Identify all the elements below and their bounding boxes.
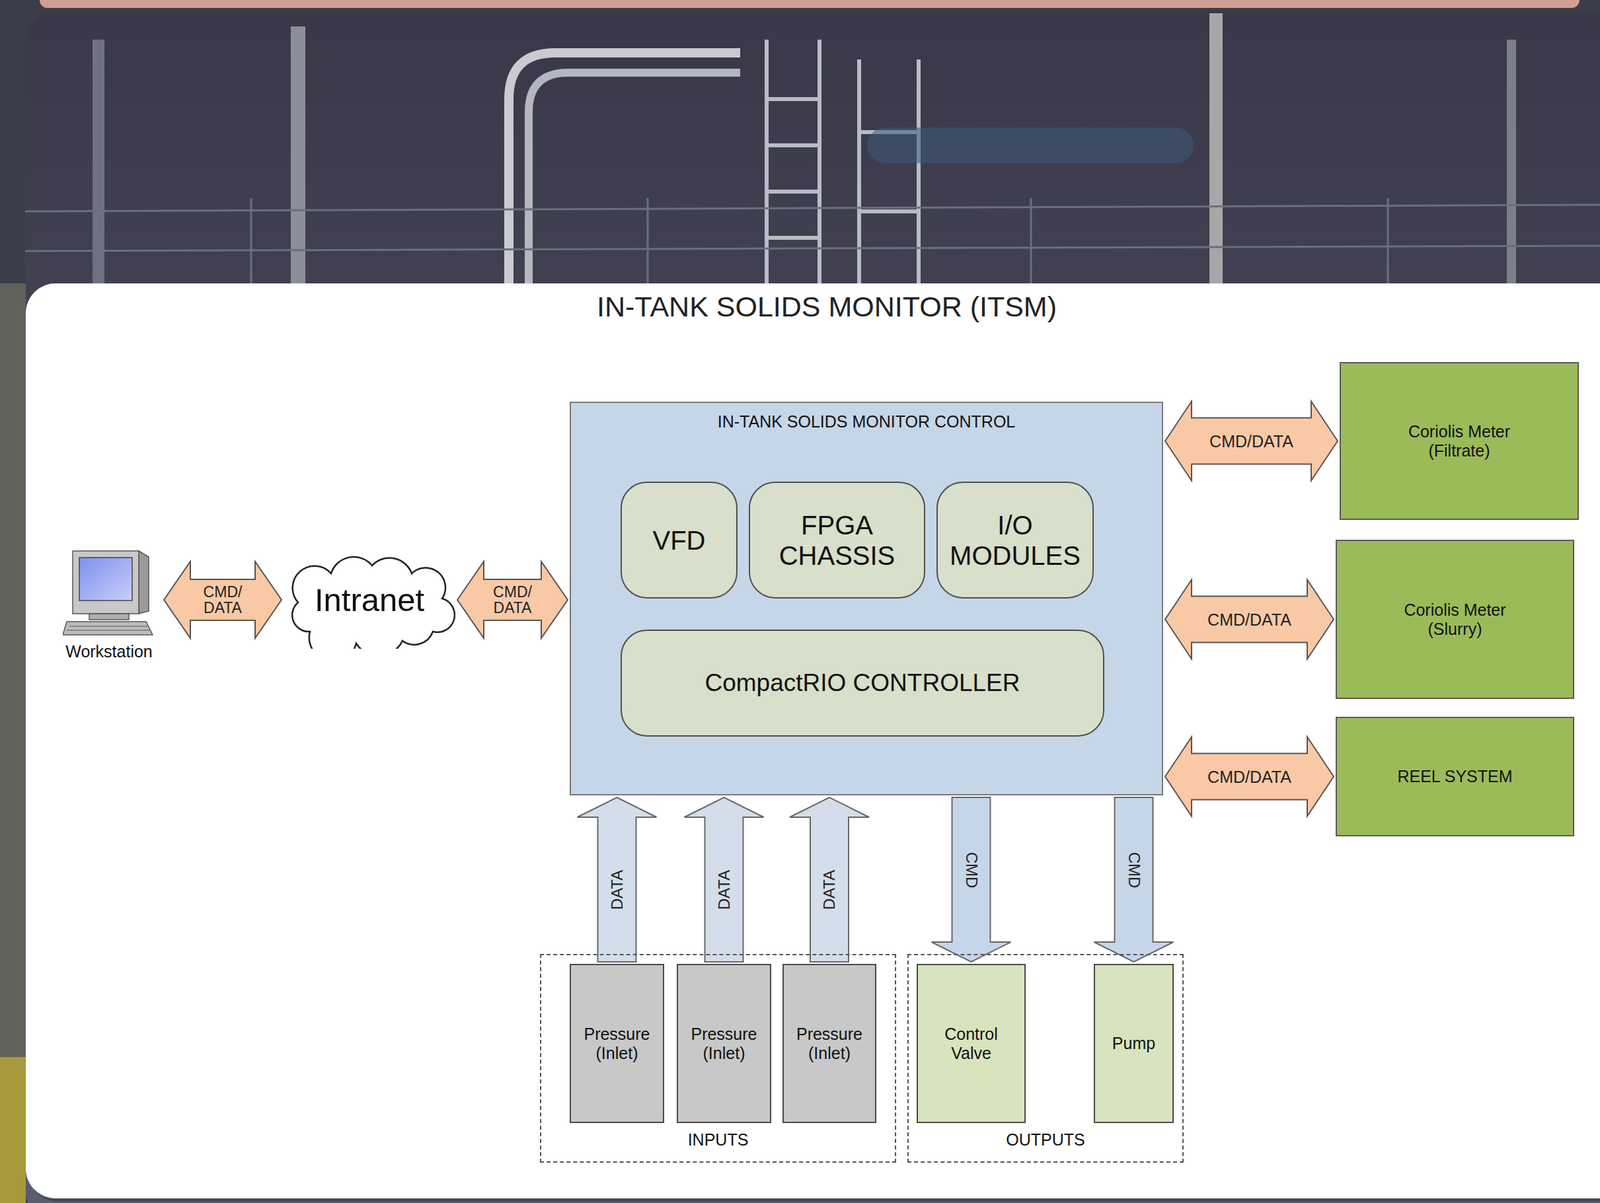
node-label: Coriolis Meter (Filtrate) [1399, 422, 1519, 461]
photo-edge [0, 1057, 26, 1203]
node-label: REEL SYSTEM [1397, 767, 1513, 787]
edge-label: DATA [608, 869, 626, 910]
workstation-icon [62, 547, 155, 640]
photo-sign [867, 127, 1194, 164]
output-box: Pump [1093, 964, 1174, 1124]
node-label: Pressure (Inlet) [685, 1025, 762, 1064]
edge-label: CMD/ DATA [195, 584, 250, 616]
module-box: CompactRIO CONTROLLER [620, 629, 1105, 737]
edge-label: DATA [715, 869, 733, 910]
group-box: INPUTS Pressure (Inlet) Pressure (Inlet) Pr… [539, 954, 897, 1164]
block-arrow [789, 797, 870, 963]
edge-label: DATA [820, 869, 838, 910]
node-label: VFD [652, 525, 706, 556]
photo-edge [0, 283, 26, 1203]
pipe [528, 72, 741, 285]
node-label: INPUTS [687, 1130, 749, 1150]
workstation: Workstation [56, 547, 162, 662]
node-label: I/O MODULES [949, 510, 1082, 572]
node-label: Pressure (Inlet) [791, 1025, 868, 1064]
network-cloud: Intranet [283, 551, 456, 649]
device-box: Coriolis Meter (Filtrate) [1339, 362, 1579, 521]
pole [1506, 39, 1517, 285]
input-box: Pressure (Inlet) [569, 964, 665, 1124]
input-box: Pressure (Inlet) [676, 964, 772, 1124]
block-arrow [1094, 797, 1174, 963]
diagram-title: IN-TANK SOLIDS MONITOR (ITSM) [596, 290, 1057, 324]
control-enclosure: IN-TANK SOLIDS MONITOR CONTROL VFD FPGA CH… [569, 401, 1164, 796]
edge-label: CMD [1125, 851, 1143, 889]
pole [92, 39, 105, 285]
module-box: I/O MODULES [936, 481, 1094, 599]
node-label: OUTPUTS [1005, 1130, 1085, 1150]
fence [25, 198, 1600, 285]
pole [1209, 13, 1223, 285]
block-arrow [684, 797, 764, 963]
block-arrow [577, 797, 657, 963]
block-arrow [163, 561, 282, 639]
top-band [39, 0, 1580, 8]
group-box: OUTPUTS Control Valve Pump [907, 954, 1184, 1164]
input-box: Pressure (Inlet) [782, 964, 877, 1124]
device-box: REEL SYSTEM [1335, 717, 1575, 837]
block-arrow [457, 561, 568, 639]
node-label: Pump [1112, 1034, 1156, 1054]
node-label: CompactRIO CONTROLLER [705, 669, 1021, 698]
block-arrow [1165, 401, 1338, 482]
node-label: IN-TANK SOLIDS MONITOR CONTROL [717, 412, 1016, 432]
diagram-panel [25, 283, 1600, 1199]
node-label: FPGA CHASSIS [774, 510, 901, 572]
node-label: Coriolis Meter (Slurry) [1395, 600, 1515, 640]
edge-label: CMD/DATA [1209, 432, 1294, 450]
output-box: Control Valve [916, 964, 1026, 1124]
module-box: FPGA CHASSIS [748, 481, 926, 599]
edge-label: CMD/DATA [1207, 767, 1292, 786]
node-label: Workstation [65, 642, 153, 662]
device-box: Coriolis Meter (Slurry) [1335, 539, 1575, 700]
node-label: Pressure (Inlet) [578, 1025, 655, 1064]
edge-label: CMD [962, 851, 980, 889]
block-arrow [1165, 737, 1334, 817]
edge-label: CMD/DATA [1207, 610, 1292, 628]
block-arrow [931, 797, 1012, 963]
edge-label: CMD/ DATA [485, 584, 540, 616]
pole [290, 26, 306, 285]
photo-panel [25, 10, 1600, 1203]
node-label: Intranet [314, 581, 425, 619]
block-arrow [1165, 580, 1334, 660]
node-label: Control Valve [931, 1025, 1012, 1064]
module-box: VFD [620, 481, 738, 599]
